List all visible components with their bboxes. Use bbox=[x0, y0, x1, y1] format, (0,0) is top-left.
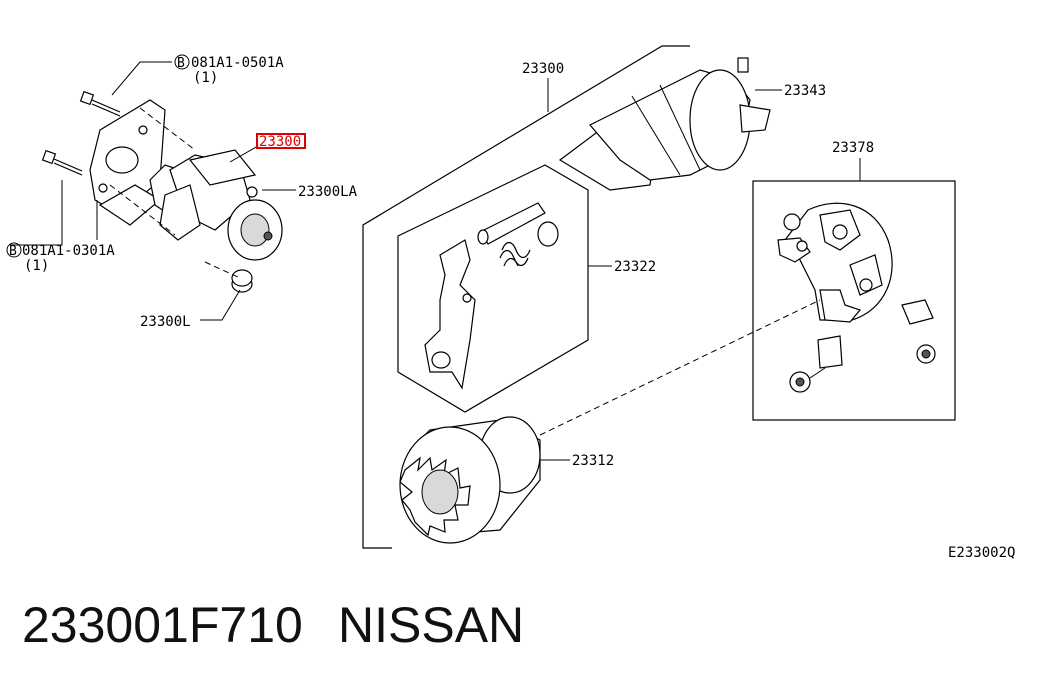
lever-kit-box bbox=[397, 164, 589, 413]
circle-b-bottom: B bbox=[6, 242, 22, 259]
circle-b-top-text: B bbox=[177, 56, 185, 71]
brush-holder-box bbox=[752, 180, 956, 421]
part-23312-label[interactable]: 23312 bbox=[572, 453, 614, 469]
starter-motor-small bbox=[149, 149, 283, 261]
part-23300LA-label[interactable]: 23300LA bbox=[298, 184, 358, 200]
mounting-bracket bbox=[89, 99, 166, 226]
brush-holder-23378 bbox=[777, 202, 936, 393]
bushing-23300L bbox=[231, 269, 253, 293]
lower-bolt bbox=[41, 149, 83, 176]
exploded-frame bbox=[362, 45, 690, 549]
pinion-gear-23312 bbox=[399, 416, 541, 544]
starter-highlight-text[interactable]: 23300 bbox=[259, 134, 301, 150]
part-23322-label[interactable]: 23322 bbox=[614, 259, 656, 275]
bolt-top-code[interactable]: 081A1-0501A bbox=[191, 55, 284, 71]
footer-brand: NISSAN bbox=[338, 597, 525, 653]
bolt-top-qty: (1) bbox=[193, 70, 218, 86]
upper-bolt bbox=[79, 90, 121, 117]
lever-kit-23322 bbox=[424, 202, 559, 390]
part-23300-label[interactable]: 23300 bbox=[522, 61, 564, 77]
part-23378-label[interactable]: 23378 bbox=[832, 140, 874, 156]
starter-highlight[interactable]: 23300 bbox=[256, 133, 306, 150]
part-23300L-label[interactable]: 23300L bbox=[140, 314, 191, 330]
footer-part-number: 233001F710 bbox=[22, 597, 303, 653]
diagram-code: E233002Q bbox=[948, 545, 1015, 561]
bolt-bottom-qty: (1) bbox=[24, 258, 49, 274]
starter-motor-parts-diagram: B B 081A1-0501A (1) 081A1-0301A (1) 2330… bbox=[6, 45, 1015, 561]
bolt-bottom-code[interactable]: 081A1-0301A bbox=[22, 243, 115, 259]
part-23343-label[interactable]: 23343 bbox=[784, 83, 826, 99]
circle-b-top: B bbox=[174, 54, 190, 71]
circle-b-bottom-text: B bbox=[9, 244, 17, 259]
solenoid-23343 bbox=[558, 57, 771, 191]
